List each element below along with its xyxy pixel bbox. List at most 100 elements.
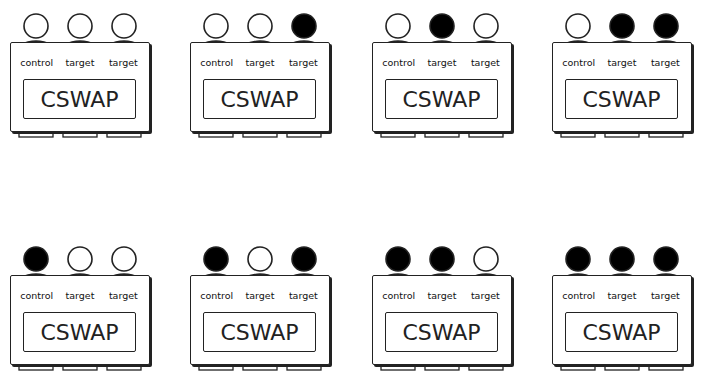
gate-leg — [605, 365, 639, 370]
gate-name: CSWAP — [40, 320, 118, 345]
gate-leg — [63, 132, 97, 137]
qubit-circle — [386, 14, 410, 38]
wire-label: target — [282, 57, 325, 68]
qubit-circle — [610, 247, 634, 271]
gate-name: CSWAP — [220, 320, 298, 345]
gate-name-box: CSWAP — [565, 79, 678, 119]
gate-leg — [287, 365, 321, 370]
qubit-circle — [248, 14, 272, 38]
wire-label: control — [195, 57, 238, 68]
gate-name-box: CSWAP — [23, 312, 136, 352]
qubit-circle — [566, 14, 590, 38]
wire-label: control — [557, 57, 600, 68]
label-row: controltargettarget — [377, 290, 507, 301]
gate-leg — [649, 132, 683, 137]
qubit-circle — [430, 14, 454, 38]
gate-box: controltargettargetCSWAP — [552, 42, 692, 132]
gate-leg — [63, 365, 97, 370]
wire-label: control — [557, 290, 600, 301]
gate-leg — [469, 132, 503, 137]
gate-name: CSWAP — [40, 87, 118, 112]
gate-box: controltargettargetCSWAP — [190, 275, 330, 365]
wire-label: control — [377, 290, 420, 301]
qubit-circle — [68, 14, 92, 38]
gate-name: CSWAP — [582, 87, 660, 112]
label-row: controltargettarget — [15, 57, 145, 68]
qubit-circle — [654, 14, 678, 38]
gate-box: controltargettargetCSWAP — [372, 275, 512, 365]
gate-leg — [469, 365, 503, 370]
wire-label: target — [238, 57, 281, 68]
gate-box: controltargettargetCSWAP — [372, 42, 512, 132]
gate-name: CSWAP — [220, 87, 298, 112]
gate-leg — [649, 365, 683, 370]
label-row: controltargettarget — [377, 57, 507, 68]
gate-name: CSWAP — [402, 320, 480, 345]
gate-leg — [287, 132, 321, 137]
qubit-circle — [248, 247, 272, 271]
gate-leg — [107, 132, 141, 137]
qubit-circle — [24, 14, 48, 38]
gate-leg — [381, 365, 415, 370]
qubit-circle — [68, 247, 92, 271]
label-row: controltargettarget — [195, 57, 325, 68]
gate-box: controltargettargetCSWAP — [190, 42, 330, 132]
gate-leg — [425, 365, 459, 370]
wire-label: control — [15, 290, 58, 301]
gate-box: controltargettargetCSWAP — [10, 42, 150, 132]
qubit-circle — [112, 247, 136, 271]
gate-leg — [19, 365, 53, 370]
qubit-circle — [292, 14, 316, 38]
wire-label: target — [58, 57, 101, 68]
gate-leg — [425, 132, 459, 137]
gate-name-box: CSWAP — [203, 79, 316, 119]
gate-name-box: CSWAP — [203, 312, 316, 352]
qubit-circle — [430, 247, 454, 271]
qubit-circle — [474, 247, 498, 271]
label-row: controltargettarget — [557, 290, 687, 301]
wire-label: control — [377, 57, 420, 68]
wire-label: target — [600, 57, 643, 68]
wire-label: target — [282, 290, 325, 301]
gate-box: controltargettargetCSWAP — [10, 275, 150, 365]
gate-leg — [199, 365, 233, 370]
qubit-circle — [292, 247, 316, 271]
label-row: controltargettarget — [557, 57, 687, 68]
wire-label: target — [420, 290, 463, 301]
gate-name: CSWAP — [402, 87, 480, 112]
wire-label: control — [15, 57, 58, 68]
wire-label: target — [644, 290, 687, 301]
wire-label: target — [58, 290, 101, 301]
gate-leg — [107, 365, 141, 370]
gate-leg — [381, 132, 415, 137]
gate-name-box: CSWAP — [565, 312, 678, 352]
wire-label: target — [238, 290, 281, 301]
gate-leg — [561, 365, 595, 370]
gate-name-box: CSWAP — [385, 79, 498, 119]
label-row: controltargettarget — [15, 290, 145, 301]
qubit-circle — [566, 247, 590, 271]
wire-label: target — [464, 57, 507, 68]
label-row: controltargettarget — [195, 290, 325, 301]
qubit-circle — [112, 14, 136, 38]
gate-name: CSWAP — [582, 320, 660, 345]
gate-leg — [605, 132, 639, 137]
qubit-circle — [24, 247, 48, 271]
gate-leg — [243, 365, 277, 370]
wire-label: target — [102, 290, 145, 301]
gate-leg — [561, 132, 595, 137]
wire-label: target — [464, 290, 507, 301]
qubit-circle — [610, 14, 634, 38]
gate-leg — [19, 132, 53, 137]
gate-name-box: CSWAP — [23, 79, 136, 119]
gate-box: controltargettargetCSWAP — [552, 275, 692, 365]
wire-label: target — [600, 290, 643, 301]
gate-leg — [199, 132, 233, 137]
qubit-circle — [654, 247, 678, 271]
wire-label: target — [420, 57, 463, 68]
qubit-circle — [204, 247, 228, 271]
wire-label: target — [102, 57, 145, 68]
wire-label: control — [195, 290, 238, 301]
wire-label: target — [644, 57, 687, 68]
